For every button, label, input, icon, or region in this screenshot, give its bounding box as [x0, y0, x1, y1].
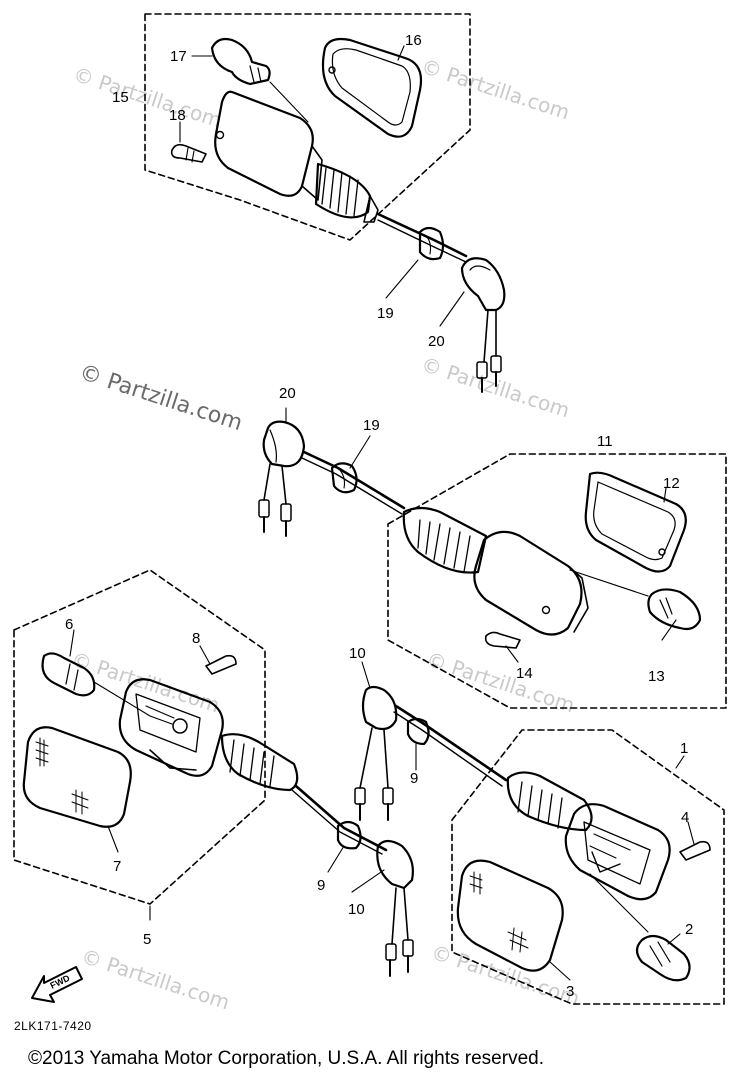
- left-assembly: [13, 569, 414, 977]
- middle-assembly: [258, 407, 727, 709]
- callout-4: 4: [681, 809, 689, 826]
- watermark-text: © Partzilla.com: [70, 62, 224, 133]
- callout-16: 16: [405, 32, 422, 49]
- callout-20: 20: [428, 333, 445, 350]
- callout-8: 8: [192, 630, 200, 647]
- callout-9: 9: [410, 770, 418, 787]
- screw-4: [679, 840, 711, 861]
- callout-17: 17: [170, 48, 187, 65]
- housing-11: [473, 530, 583, 636]
- callout-19: 19: [363, 417, 380, 434]
- grommet-9: [406, 717, 430, 746]
- callout-14: 14: [516, 665, 533, 682]
- watermark-text: © Partzilla.com: [418, 352, 572, 423]
- callout-7: 7: [113, 858, 121, 875]
- lens-16: [321, 37, 423, 138]
- watermark-text: © Partzilla.com: [418, 54, 572, 125]
- callout-11: 11: [597, 433, 613, 450]
- grommet-19: [330, 462, 358, 494]
- housing-15: [214, 90, 314, 197]
- watermarks: © Partzilla.com © Partzilla.com © Partzi…: [68, 54, 582, 1015]
- callout-1: 1: [680, 740, 688, 757]
- callout-10: 10: [349, 645, 366, 662]
- grommet-19: [418, 226, 445, 261]
- housing-1: [564, 803, 671, 901]
- assembly-1-boundary: [451, 729, 725, 1005]
- top-assembly: [144, 13, 506, 393]
- callout-3: 3: [566, 983, 574, 1000]
- screw-14: [484, 631, 521, 649]
- housing-5: [118, 678, 224, 777]
- screw-18: [170, 143, 207, 163]
- boot-10: [376, 839, 414, 890]
- boot-20: [262, 420, 306, 468]
- fwd-arrow-icon: FWD: [31, 966, 83, 1003]
- callout-15: 15: [112, 89, 129, 106]
- callout-5: 5: [143, 931, 151, 948]
- callout-12: 12: [663, 475, 680, 492]
- bulb-6: [41, 652, 96, 697]
- lens-3-texture: [469, 871, 529, 953]
- top-assembly-labels: 17 16 15 18 19 20: [112, 32, 445, 350]
- assembly-11-boundary: [387, 453, 727, 709]
- bulb-17: [210, 37, 271, 86]
- boot-20: [460, 257, 506, 312]
- callout-10: 10: [348, 901, 365, 918]
- middle-assembly-labels: 20 19 11 12 13 14: [279, 385, 680, 685]
- bulb-2: [635, 934, 691, 982]
- callout-19: 19: [377, 305, 394, 322]
- callout-2: 2: [685, 921, 693, 938]
- copyright-notice: ©2013 Yamaha Motor Corporation, U.S.A. A…: [28, 1048, 544, 1069]
- screw-8: [205, 654, 237, 675]
- lens-3: [456, 859, 564, 972]
- callout-13: 13: [648, 668, 665, 685]
- watermark-text: © Partzilla.com: [68, 647, 222, 718]
- callout-18: 18: [169, 107, 186, 124]
- callout-20: 20: [279, 385, 296, 402]
- lens-12: [584, 471, 687, 573]
- boot-10: [361, 685, 398, 731]
- watermark-text: © Partzilla.com: [423, 647, 577, 718]
- diagram-code: 2LK171-7420: [14, 1019, 92, 1033]
- watermark-prominent: © Partzilla.com: [76, 360, 245, 436]
- lens-7-texture: [35, 737, 89, 815]
- lens-7: [22, 726, 132, 828]
- right-assembly-labels: 10 9 1 4 2 3: [349, 645, 693, 1000]
- callout-6: 6: [65, 616, 73, 633]
- callout-9: 9: [317, 877, 325, 894]
- grommet-9: [336, 820, 362, 850]
- right-assembly: [354, 661, 725, 1005]
- assembly-5-boundary: [13, 569, 266, 905]
- bulb-13: [647, 588, 702, 631]
- left-assembly-labels: 6 8 7 5 9 10: [65, 616, 365, 948]
- assembly-15-boundary: [144, 13, 471, 241]
- watermark-text: © Partzilla.com: [78, 944, 232, 1015]
